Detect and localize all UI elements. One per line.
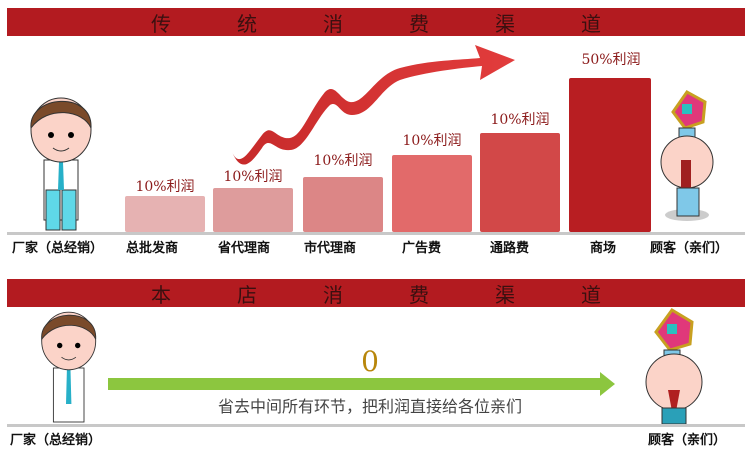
customer-label: 顾客（亲们）	[648, 433, 727, 448]
title-char: 统	[237, 11, 257, 36]
zero-middlemen: 0	[361, 345, 379, 378]
bar-mall	[569, 78, 651, 232]
stage-label: 广告费	[402, 241, 442, 256]
manufacturer-label: 厂家（总经销）	[10, 433, 102, 448]
title-char: 道	[581, 282, 601, 307]
title-char: 消	[323, 282, 343, 307]
bar-channel-fee	[480, 133, 560, 232]
stage-label: 省代理商	[218, 241, 271, 256]
baseline-divider	[7, 232, 745, 235]
direct-caption: 省去中间所有环节，把利润直接给各位亲们	[217, 397, 522, 416]
title-char: 消	[323, 11, 343, 36]
stage-label: 商场	[590, 241, 617, 256]
title-char: 渠	[495, 282, 515, 307]
profit-label: 10%利润	[490, 112, 550, 128]
profit-label: 10%利润	[313, 153, 373, 169]
baseline-divider	[7, 424, 745, 427]
profit-label: 10%利润	[402, 133, 462, 149]
stage-label: 总批发商	[126, 241, 179, 256]
profit-label: 50%利润	[581, 52, 641, 68]
bar-wholesaler	[125, 196, 205, 232]
traditional-banner: 传 统 消 费 渠 道	[7, 8, 745, 36]
happy-customer-icon	[645, 308, 703, 425]
title-char: 费	[409, 282, 429, 307]
title-char: 本	[151, 282, 171, 307]
profit-label: 10%利润	[223, 169, 283, 185]
manufacturer-cartoon-icon	[30, 97, 92, 231]
crying-customer-icon	[660, 90, 714, 221]
stage-label: 通路费	[490, 241, 530, 256]
green-arrow-icon	[108, 372, 615, 396]
rising-arrow-icon	[232, 45, 515, 165]
manufacturer-label: 厂家（总经销）	[12, 241, 104, 256]
bar-advertising	[392, 155, 472, 232]
direct-banner: 本 店 消 费 渠 道	[7, 279, 745, 307]
stage-label: 市代理商	[304, 241, 357, 256]
title-char: 费	[409, 11, 429, 36]
bar-provincial-agent	[213, 188, 293, 232]
customer-label: 顾客（亲们）	[650, 241, 729, 256]
title-char: 店	[237, 282, 257, 307]
manufacturer-cartoon-icon	[41, 311, 97, 423]
title-char: 渠	[495, 11, 515, 36]
bar-city-agent	[303, 177, 383, 232]
title-char: 传	[151, 11, 171, 36]
profit-label: 10%利润	[135, 179, 195, 195]
title-char: 道	[581, 11, 601, 36]
